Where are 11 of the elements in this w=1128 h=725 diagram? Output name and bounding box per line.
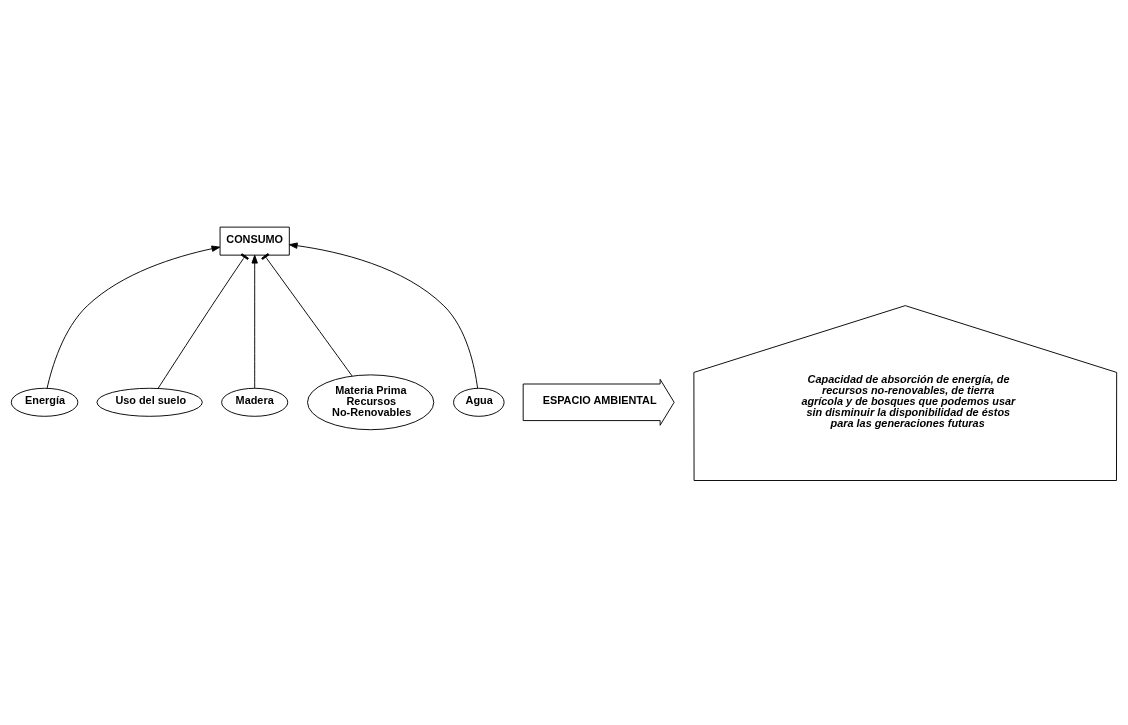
node-ellipse: Materia Prima Recursos No-Renovables [307, 373, 435, 430]
arrow [46, 245, 221, 389]
connector [157, 252, 249, 389]
arrow [288, 242, 479, 389]
node-ellipse: Madera [221, 387, 289, 417]
arrow [251, 254, 258, 389]
node-ellipse: Agua [453, 387, 505, 417]
connector [261, 252, 353, 376]
node-box: CONSUMO [219, 226, 290, 256]
node-ellipse: Uso del suelo [96, 387, 203, 417]
node-ellipse: Energía [10, 387, 79, 417]
